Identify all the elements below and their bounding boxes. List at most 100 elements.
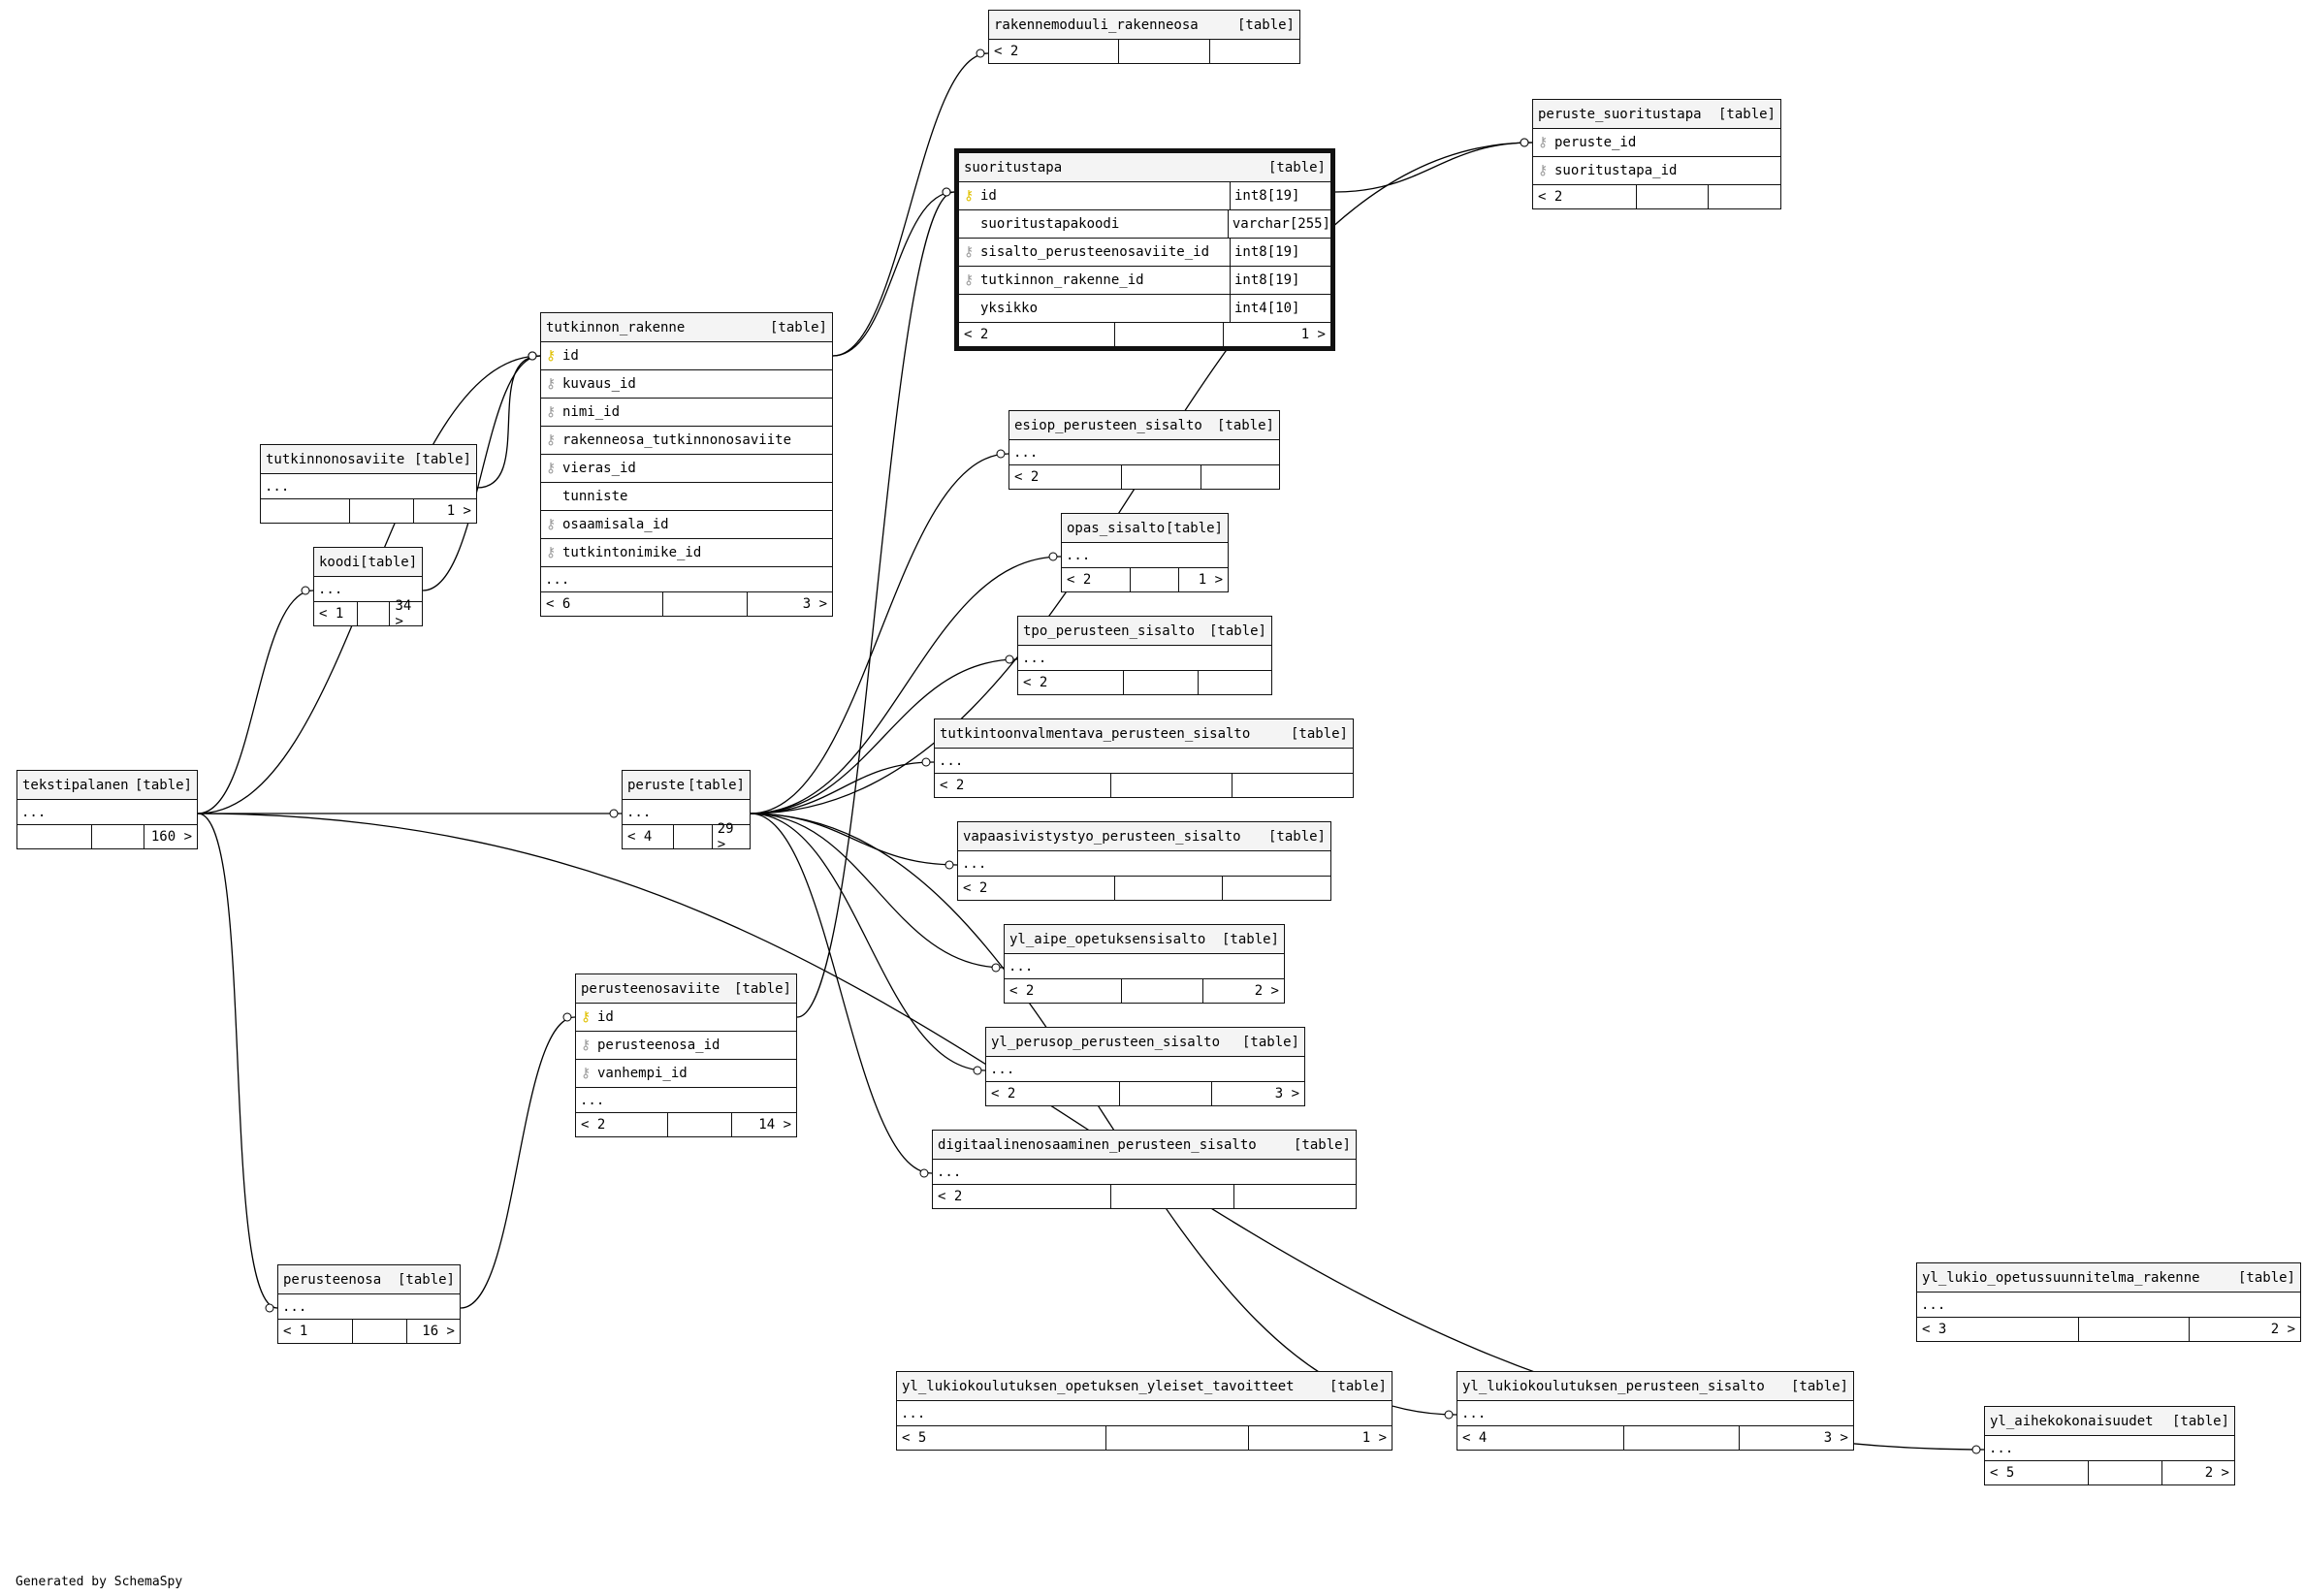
table-perusteenosaviite[interactable]: perusteenosaviite[table]⚷id⚷perusteenosa… [575,974,797,1137]
parents-count[interactable]: < 2 [959,323,1116,346]
rows-count[interactable] [2079,1318,2191,1341]
table-vapaasivistystyo-perusteen-sisalto[interactable]: vapaasivistystyo_perusteen_sisalto[table… [957,821,1331,901]
parents-count[interactable]: < 2 [1009,465,1123,489]
parents-count[interactable]: < 2 [1062,568,1131,591]
parents-count[interactable]: < 2 [576,1113,668,1136]
children-count[interactable]: 2 > [2270,1322,2296,1337]
children-count[interactable]: 1 > [1198,572,1224,588]
rows-count[interactable] [1115,323,1224,346]
parents-count[interactable]: < 1 [314,602,358,625]
column-row[interactable]: ⚷tutkintonimike_id [541,539,832,567]
column-row[interactable]: ⚷suoritustapa_id [1533,157,1780,185]
table-yl-lukio-opetussuunnitelma-rakenne[interactable]: yl_lukio_opetussuunnitelma_rakenne[table… [1916,1262,2301,1342]
children-count[interactable] [1210,40,1299,63]
table-tutkinnonosaviite[interactable]: tutkinnonosaviite[table]...1 > [260,444,477,524]
children-count[interactable] [1234,1185,1356,1208]
rows-count[interactable] [1624,1426,1740,1450]
rows-count[interactable] [674,825,713,848]
children-count[interactable] [1223,877,1330,900]
parents-count[interactable]: < 2 [935,774,1111,797]
children-count[interactable] [1709,185,1780,208]
rows-count[interactable] [1106,1426,1250,1450]
table-tpo-perusteen-sisalto[interactable]: tpo_perusteen_sisalto[table]...< 2 [1017,616,1272,695]
rows-count[interactable] [668,1113,733,1136]
table-yl-perusop-perusteen-sisalto[interactable]: yl_perusop_perusteen_sisalto[table]...< … [985,1027,1305,1106]
column-row[interactable]: tunniste [541,483,832,511]
rows-count[interactable] [1131,568,1180,591]
table-tutkinnon-rakenne[interactable]: tutkinnon_rakenne[table]⚷id⚷kuvaus_id⚷ni… [540,312,833,617]
column-row[interactable]: ⚷osaamisala_id [541,511,832,539]
parents-count[interactable]: < 6 [541,592,663,616]
parents-count[interactable] [17,825,92,848]
children-count[interactable]: 2 > [1254,983,1279,999]
column-row[interactable]: ⚷peruste_id [1533,129,1780,157]
rows-count[interactable] [1124,671,1199,694]
parents-count[interactable]: < 2 [1533,185,1637,208]
parents-count[interactable] [261,499,351,523]
parents-count[interactable]: < 5 [897,1426,1106,1450]
parents-count[interactable]: < 3 [1917,1318,2079,1341]
column-row[interactable]: ⚷vieras_id [541,455,832,483]
column-row[interactable]: ⚷kuvaus_id [541,370,832,399]
rows-count[interactable] [1115,877,1224,900]
rows-count[interactable] [1119,40,1210,63]
children-count[interactable]: 1 > [1361,1430,1388,1446]
parents-count[interactable]: < 4 [1457,1426,1625,1450]
rows-count[interactable] [1122,465,1201,489]
table-peruste-suoritustapa[interactable]: peruste_suoritustapa[table]⚷peruste_id⚷s… [1532,99,1781,209]
table-yl-lukiokoulutuksen-perusteen-sisalto[interactable]: yl_lukiokoulutuksen_perusteen_sisalto[ta… [1457,1371,1854,1451]
children-count[interactable] [1199,671,1271,694]
children-count[interactable]: 34 > [395,598,412,629]
table-yl-lukiokoulutuksen-opetuksen-yleiset-tavoitteet[interactable]: yl_lukiokoulutuksen_opetuksen_yleiset_ta… [896,1371,1393,1451]
column-row[interactable]: ⚷id [541,342,832,370]
rows-count[interactable] [350,499,414,523]
column-row[interactable]: ⚷rakenneosa_tutkinnonosaviite [541,427,832,455]
children-count[interactable]: 160 > [150,829,193,845]
parents-count[interactable]: < 2 [986,1082,1120,1105]
rows-count[interactable] [92,825,145,848]
children-count[interactable]: 1 > [1300,327,1326,342]
rows-count[interactable] [1111,1185,1234,1208]
rows-count[interactable] [1111,774,1233,797]
rows-count[interactable] [1122,979,1203,1003]
rows-count[interactable] [2089,1461,2162,1484]
parents-count[interactable]: < 2 [958,877,1115,900]
table-esiop-perusteen-sisalto[interactable]: esiop_perusteen_sisalto[table]...< 2 [1008,410,1280,490]
children-count[interactable]: 3 > [1823,1430,1848,1446]
children-count[interactable]: 2 > [2204,1465,2229,1481]
rows-count[interactable] [1637,185,1710,208]
rows-count[interactable] [663,592,749,616]
rows-count[interactable] [1120,1082,1213,1105]
children-count[interactable] [1233,774,1353,797]
parents-count[interactable]: < 5 [1985,1461,2090,1484]
parents-count[interactable]: < 2 [989,40,1120,63]
column-row[interactable]: ⚷id [576,1004,796,1032]
table-rakennemoduuli-rakenneosa[interactable]: rakennemoduuli_rakenneosa[table]< 2 [988,10,1300,64]
table-tutkintoonvalmentava-perusteen-sisalto[interactable]: tutkintoonvalmentava_perusteen_sisalto[t… [934,718,1354,798]
children-count[interactable]: 16 > [422,1324,455,1339]
children-count[interactable]: 1 > [446,503,471,519]
children-count[interactable] [1201,465,1279,489]
column-row[interactable]: ⚷vanhempi_id [576,1060,796,1088]
children-count[interactable]: 14 > [758,1117,792,1133]
parents-count[interactable]: < 4 [623,825,675,848]
parents-count[interactable]: < 1 [278,1320,354,1343]
column-row[interactable]: ⚷nimi_id [541,399,832,427]
children-count[interactable]: 3 > [1274,1086,1300,1101]
table-digitaalinenosaaminen-perusteen-sisalto[interactable]: digitaalinenosaaminen_perusteen_sisalto[… [932,1130,1357,1209]
table-tekstipalanen[interactable]: tekstipalanen[table]...160 > [16,770,198,849]
rows-count[interactable] [358,602,391,625]
parents-count[interactable]: < 2 [1018,671,1125,694]
rows-count[interactable] [353,1320,407,1343]
